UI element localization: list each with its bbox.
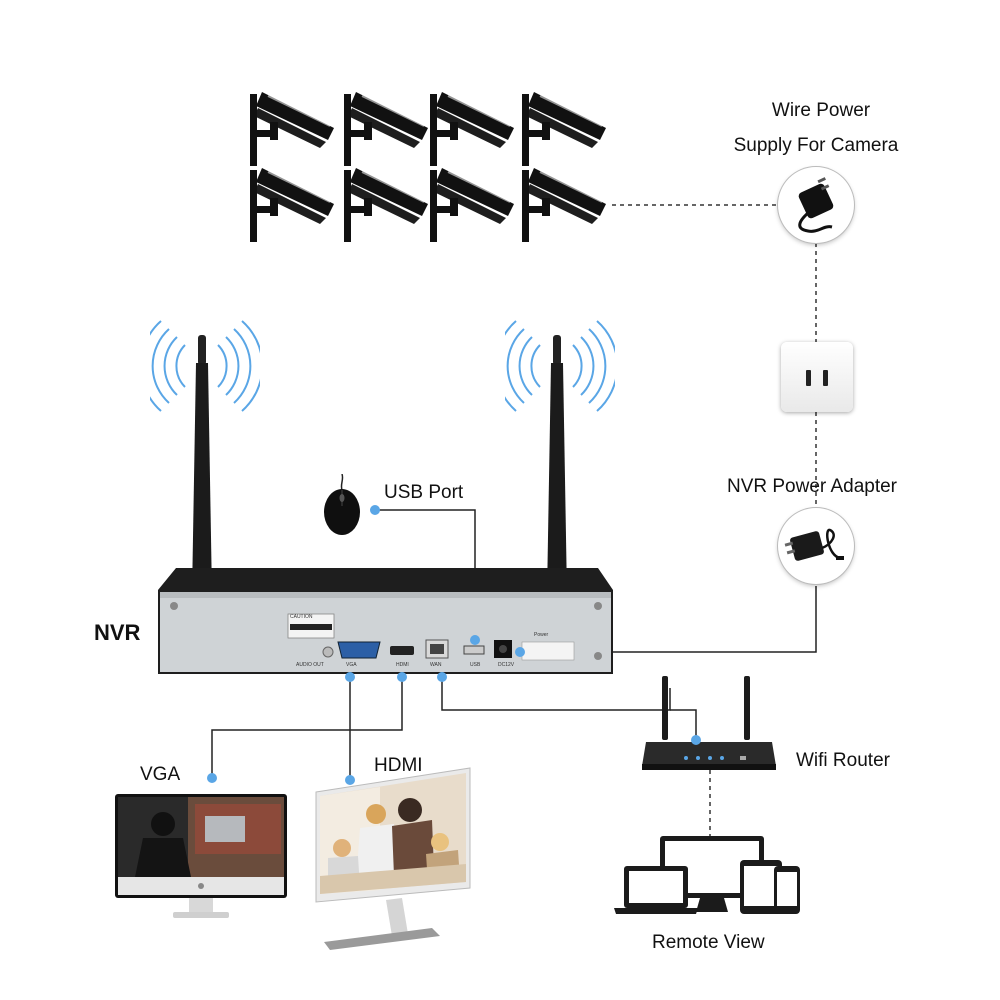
vga-port-text: VGA — [346, 662, 357, 668]
router-wan-wire — [670, 709, 697, 740]
camera-icon — [250, 92, 334, 166]
wire-power-label-line1: Wire Power — [771, 100, 871, 121]
caution-text: CAUTION — [290, 614, 313, 620]
vga-label: VGA — [140, 764, 181, 785]
dc-port-text: DC12V — [498, 662, 515, 668]
camera-icon — [344, 168, 428, 242]
nvr-device — [158, 568, 613, 674]
power-text: Power — [534, 632, 549, 638]
vga-monitor-icon — [115, 794, 287, 918]
wire-power-label-line2: Supply For Camera — [733, 135, 899, 156]
nvr-power-wire — [520, 586, 817, 653]
camera-icon — [522, 92, 606, 166]
dc-connector-dot — [515, 647, 525, 657]
camera-icon — [250, 168, 334, 242]
camera-icon — [430, 92, 514, 166]
vga-port-icon — [337, 641, 381, 659]
usb-port-label: USB Port — [384, 482, 464, 503]
usb-port-text: USB — [470, 662, 481, 668]
router-connector-dot — [691, 735, 701, 745]
hdmi-port-icon — [390, 646, 414, 655]
wifi-router-icon — [642, 676, 776, 770]
vga-wire — [211, 677, 403, 778]
usb-port-connector-dot — [470, 635, 480, 645]
vga-monitor-connector-dot — [207, 773, 217, 783]
right-wifi-waves-icon — [505, 320, 615, 412]
hdmi-monitor-icon — [315, 767, 471, 950]
hdmi-port-text: HDMI — [396, 662, 409, 668]
usb-port-icon — [463, 645, 485, 655]
hdmi-monitor-connector-dot — [345, 775, 355, 785]
usb-connector-dot — [370, 505, 380, 515]
audio-out-text: AUDIO OUT — [296, 662, 324, 668]
remote-view-label: Remote View — [652, 932, 765, 953]
wan-port-text: WAN — [430, 662, 442, 668]
nvr-power-adapter-icon — [778, 508, 854, 584]
camera-power-adapter-icon — [778, 167, 854, 243]
nvr-label: NVR — [94, 620, 141, 645]
vga-port-connector-dot — [345, 672, 355, 682]
nvr-power-adapter-label: NVR Power Adapter — [726, 476, 898, 497]
hdmi-port-connector-dot — [397, 672, 407, 682]
camera-icon — [430, 168, 514, 242]
remote-devices-icon — [614, 836, 800, 914]
wifi-router-label: Wifi Router — [796, 750, 890, 771]
usb-mouse-icon — [324, 474, 360, 535]
camera-icon — [522, 168, 606, 242]
wan-wire — [441, 677, 671, 711]
wan-port-connector-dot — [437, 672, 447, 682]
left-wifi-waves-icon — [150, 320, 260, 412]
wall-outlet-icon — [781, 342, 853, 412]
camera-icon — [344, 92, 428, 166]
hdmi-label: HDMI — [374, 755, 423, 776]
